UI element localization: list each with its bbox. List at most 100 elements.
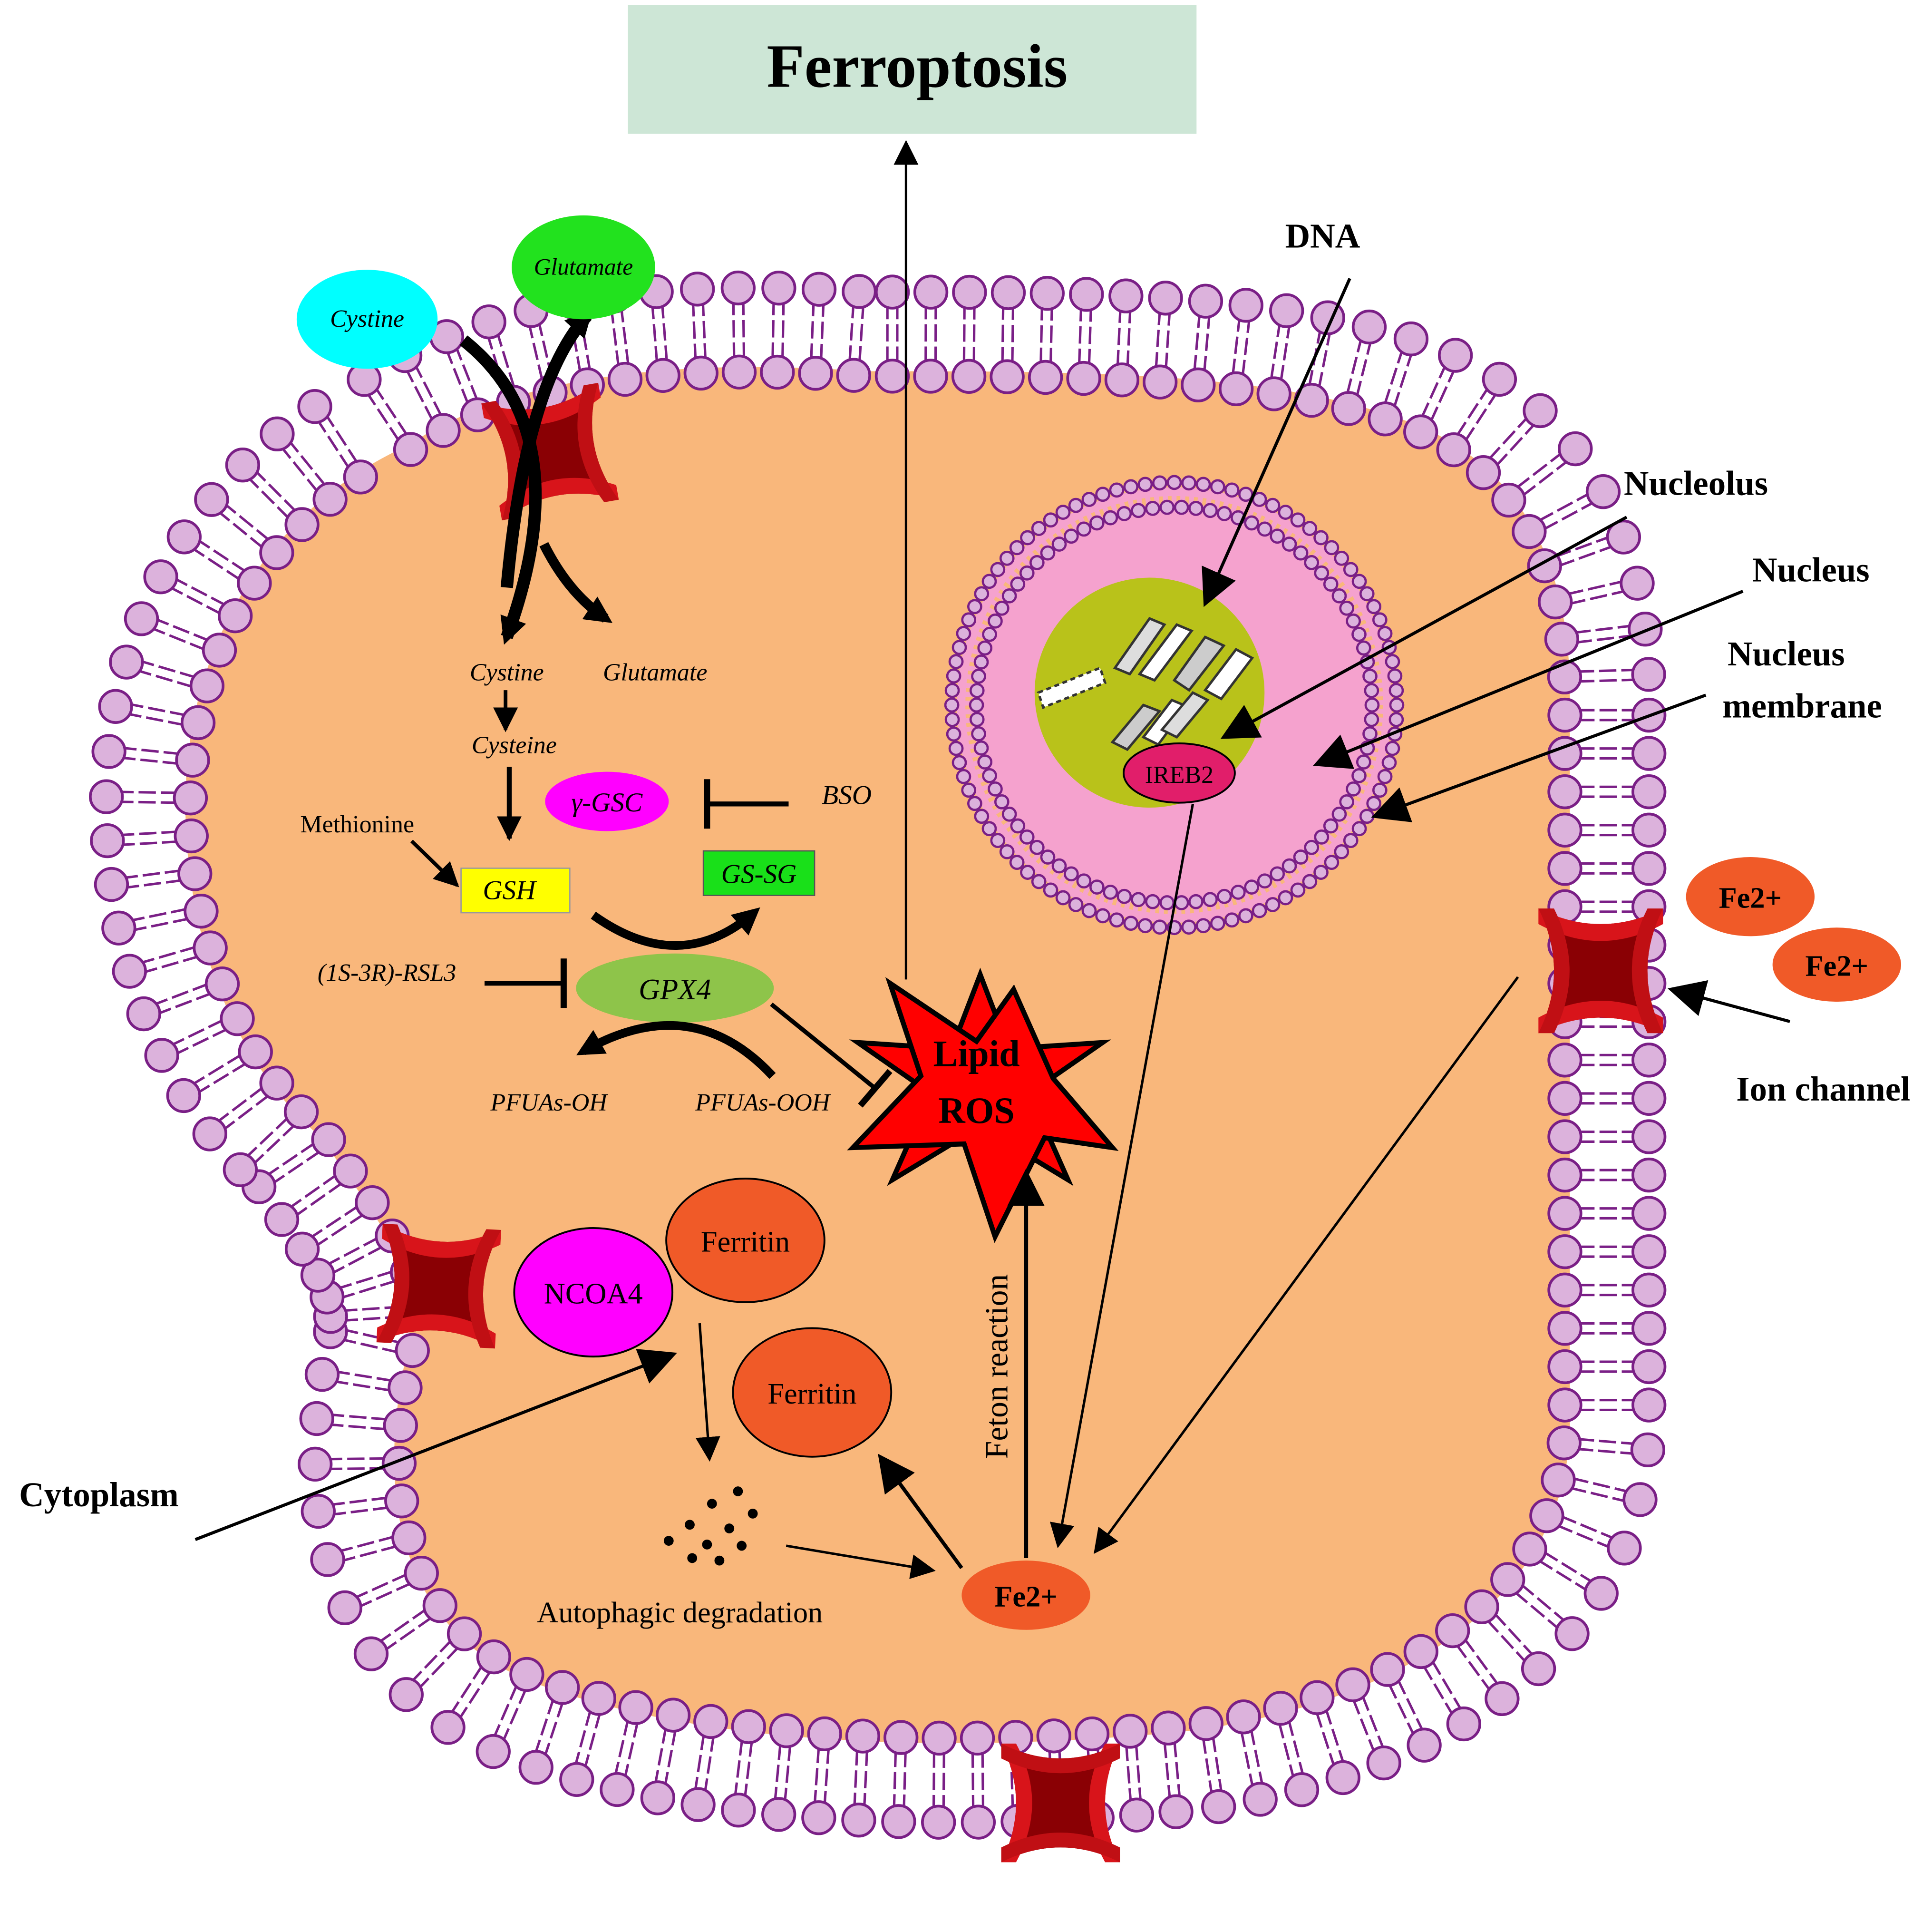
membrane-tail (1241, 318, 1251, 378)
membrane-head (1119, 1797, 1155, 1833)
membrane-tail (280, 446, 320, 494)
membrane-head (1547, 1311, 1582, 1346)
membrane-head (189, 668, 225, 703)
nucleus-membrane-head (1195, 477, 1211, 492)
nucleus-membrane-head (1103, 510, 1118, 526)
membrane-head (194, 482, 229, 517)
membrane-tail (858, 304, 865, 364)
nucleus-membrane-head (1244, 515, 1260, 531)
membrane-head (109, 644, 144, 680)
membrane-tail (1231, 317, 1241, 376)
membrane-head (1151, 1710, 1186, 1746)
membrane-head (1370, 1652, 1405, 1687)
membrane-tail (819, 302, 825, 361)
membrane-head (259, 535, 294, 570)
membrane-head (961, 1805, 996, 1840)
page-title: Ferroptosis (767, 32, 1068, 101)
nucleus-membrane-head (1109, 482, 1125, 498)
membrane-head (91, 734, 126, 769)
membrane-head (1074, 1716, 1110, 1752)
cystine-outside-label: Cystine (330, 305, 404, 332)
membrane-head (952, 274, 987, 310)
nucleus-membrane-head (1359, 586, 1375, 602)
membrane-head (655, 1697, 691, 1733)
membrane-tail (153, 982, 210, 1006)
membrane-tail (1494, 422, 1537, 468)
membrane-head (1435, 1613, 1470, 1649)
membrane-tail (1429, 368, 1456, 423)
nucleus-membrane-head (1324, 540, 1340, 556)
membrane-tail (1542, 1550, 1594, 1584)
membrane-tail (378, 1608, 428, 1644)
nucleus-membrane-head (969, 683, 985, 698)
membrane-tail (813, 1746, 820, 1805)
membrane-head (1143, 364, 1178, 400)
nucleus-membrane-head (1152, 475, 1167, 491)
membrane-head (1523, 393, 1558, 429)
membrane-tail (1202, 1736, 1214, 1795)
membrane-tail (1278, 1721, 1295, 1779)
membrane-head (1188, 1706, 1223, 1741)
membrane-tail (1576, 1447, 1635, 1455)
membrane-head (1628, 612, 1663, 647)
membrane-head (299, 1401, 334, 1436)
feton-reaction-label: Feton reaction (979, 1274, 1015, 1459)
nucleus-membrane-head (1282, 537, 1297, 552)
nucleus-membrane-head (969, 712, 985, 727)
nucleus-membrane-head (1076, 521, 1092, 537)
nucleolus-pointer-arrow (1220, 516, 1628, 739)
membrane-head (238, 1034, 273, 1070)
glutamate-inside-label: Glutamate (603, 659, 707, 686)
nucleus-membrane-head (1159, 895, 1175, 910)
membrane-tail (1203, 313, 1211, 373)
membrane-tail (191, 546, 242, 582)
membrane-head (1583, 1576, 1619, 1611)
nucleus-membrane-head (1131, 892, 1146, 907)
membrane-head (640, 1780, 675, 1815)
pufa-oh-label: PFUAs-OH (490, 1089, 608, 1116)
nucleus-membrane-head (974, 809, 990, 824)
membrane-head (544, 1670, 580, 1705)
membrane-tail (1574, 634, 1634, 644)
pufa-reduction-arrow (576, 1021, 776, 1079)
nucleus-membrane-head (1216, 506, 1232, 521)
ros-label: ROS (938, 1090, 1014, 1131)
membrane-tail (154, 617, 211, 642)
membrane-tail (1315, 1710, 1336, 1768)
membrane-head (1466, 455, 1501, 490)
membrane-tail (1240, 1729, 1254, 1789)
nucleus-membrane-head (1081, 492, 1097, 507)
rsl3-label: (1S-3R)-RSL3 (318, 959, 456, 986)
membrane-tail (903, 1750, 907, 1810)
nucleus-membrane-head (1174, 895, 1189, 910)
membrane-head (177, 856, 213, 891)
nucleus-membrane-head (1257, 521, 1272, 537)
membrane-tail (623, 1720, 640, 1779)
membrane-head (1547, 1157, 1582, 1193)
membrane-tail (1163, 1740, 1171, 1800)
membrane-head (173, 780, 208, 816)
membrane-tail (170, 1018, 225, 1047)
membrane-tail (129, 907, 188, 922)
membrane-tail (853, 1748, 859, 1808)
membrane-head (841, 1803, 876, 1838)
membrane-head (1547, 812, 1582, 848)
nucleus-membrane-head (1116, 888, 1132, 904)
membrane-tail (196, 538, 248, 574)
nucleus-membrane-head (1364, 712, 1379, 727)
membrane-head (1036, 1718, 1071, 1754)
membrane-tail (583, 1711, 602, 1769)
membrane-tail (1463, 391, 1498, 443)
nucleus-membrane-head (1331, 588, 1347, 604)
membrane-tail (271, 1150, 322, 1185)
ferritin-node-1 (665, 1177, 825, 1303)
membrane-tail (534, 1697, 555, 1755)
nucleus-membrane-head (1109, 912, 1125, 928)
membrane-head (680, 272, 715, 307)
membrane-tail (366, 391, 401, 443)
membrane-head (1228, 288, 1263, 323)
membrane-head (388, 1370, 423, 1405)
nucleus-membrane-head (1364, 697, 1380, 713)
membrane-tail (139, 945, 198, 965)
nucleus-membrane-head (1051, 537, 1067, 552)
